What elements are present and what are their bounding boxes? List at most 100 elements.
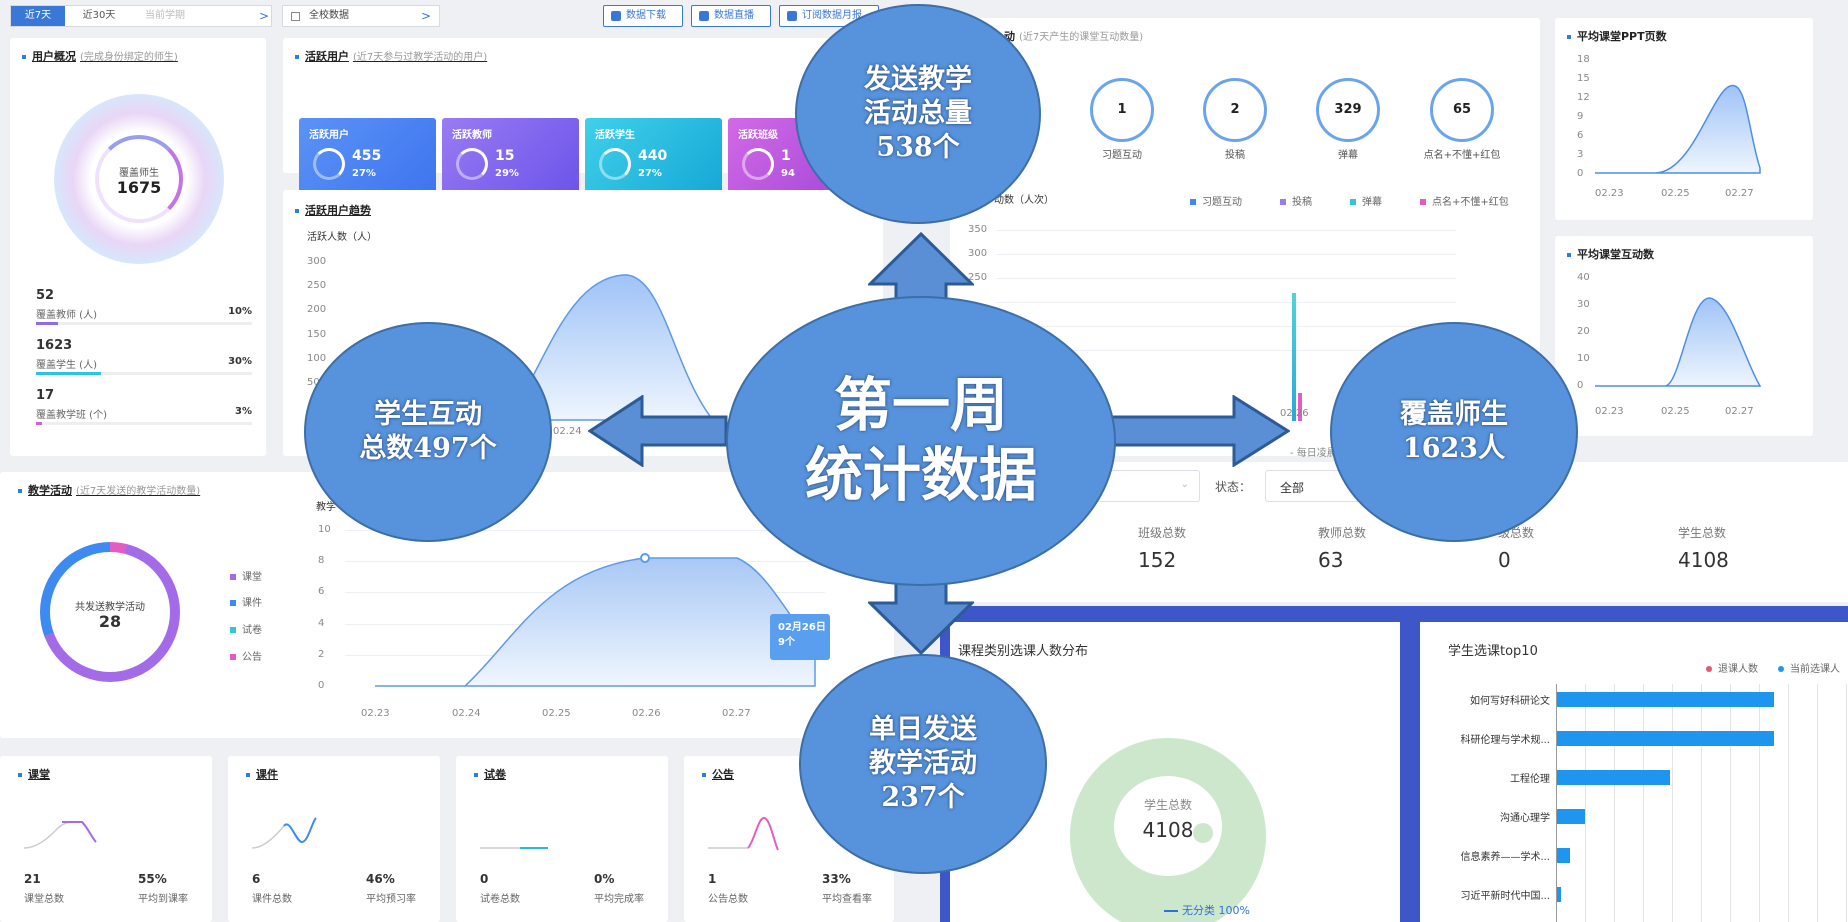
tab-30d[interactable]: 近30天: [82, 10, 116, 21]
tab-7d[interactable]: 近7天: [11, 6, 65, 26]
top10-grid: [1557, 684, 1847, 922]
row-fill: [36, 372, 101, 375]
card-pct: 29%: [495, 168, 519, 179]
y-tick: 6: [1577, 130, 1584, 141]
mini-card-exam[interactable]: 试卷 0 试卷总数 0% 平均完成率: [456, 756, 668, 922]
row-track: [36, 372, 252, 375]
course-bar[interactable]: [1557, 731, 1774, 746]
mini-card-courseware[interactable]: 课件 6 课件总数 46% 平均预习率: [228, 756, 440, 922]
ppt-area-chart: [1595, 85, 1761, 174]
data-live-button[interactable]: 数据直播: [691, 5, 771, 27]
mini-card-title: 课堂: [18, 766, 50, 782]
hover-point: [640, 553, 650, 563]
course-bar[interactable]: [1557, 809, 1586, 824]
course-label: 如何写好科研论文: [1470, 696, 1550, 707]
gridline: [996, 278, 1456, 279]
stat-value: 63: [1318, 548, 1344, 572]
arrow-left: [588, 395, 728, 467]
avg-interaction-title: 平均课堂互动数: [1567, 246, 1654, 262]
stat-value: 1: [708, 872, 717, 886]
chevron-right-icon[interactable]: >: [259, 9, 270, 23]
bubble-left: 学生互动 总数497个: [304, 322, 552, 542]
row-label: 覆盖学生 (人): [36, 360, 97, 371]
mini-card-title: 课件: [246, 766, 278, 782]
y-tick: 18: [1577, 54, 1590, 65]
y-tick: 250: [307, 280, 327, 291]
card-value: 1: [781, 148, 791, 164]
chevron-down-icon: ⌄: [1180, 479, 1189, 490]
stat-value: 21: [24, 872, 41, 886]
teaching-donut-hole: [50, 552, 170, 672]
y-tick: 20: [1577, 326, 1590, 337]
x-tick: 02.27: [722, 708, 751, 719]
x-tick: 02.25: [1661, 406, 1690, 417]
data-download-button[interactable]: 数据下载: [603, 5, 683, 27]
stat-value: 55%: [138, 872, 167, 886]
term-select[interactable]: 当前学期: [145, 10, 185, 21]
bubble-line: 1623人: [1402, 433, 1506, 464]
legend-item: 退课人数: [1706, 660, 1758, 675]
row-track: [36, 322, 252, 325]
row-pct: 10%: [228, 306, 252, 317]
progress-ring: [313, 148, 345, 180]
coverage-center-value: 1675: [116, 178, 162, 197]
legend-dot: [1706, 666, 1712, 672]
ring-label: 点名+不懂+红包: [1423, 150, 1501, 161]
row-pct: 3%: [235, 406, 252, 417]
card-pct: 27%: [352, 168, 376, 179]
mini-card-classroom[interactable]: 课堂 21 课堂总数 55% 平均到课率: [0, 756, 212, 922]
y-tick: 50: [307, 377, 320, 388]
active-card[interactable]: 活跃教师 15 29%: [442, 118, 579, 194]
stat-label: 课堂总数: [24, 894, 64, 905]
stat-label: 班级总数: [1138, 526, 1187, 540]
legend-swatch: [230, 600, 236, 606]
course-bar[interactable]: [1557, 692, 1774, 707]
legend-item: 课堂: [230, 568, 262, 583]
bubble-line: 总数497个: [359, 433, 497, 464]
coverage-row: 1623 覆盖学生 (人) 30%: [36, 338, 252, 378]
y-tick: 300: [307, 256, 327, 267]
legend-swatch: [1350, 199, 1356, 205]
bubble-line: 统计数据: [804, 441, 1037, 509]
interaction-title: 动(近7天产生的课堂互动数量): [994, 28, 1143, 44]
active-trend-panel: 活跃用户趋势 活跃人数（人） 300 250 200 150 100 50 02…: [283, 190, 883, 456]
x-tick: 02.23: [361, 708, 390, 719]
card-value: 15: [495, 148, 515, 164]
active-card[interactable]: 活跃用户 455 27%: [299, 118, 436, 194]
legend-swatch: [230, 574, 236, 580]
teaching-area: [375, 557, 816, 687]
gridline: [996, 326, 1456, 327]
monitor-icon: [699, 11, 709, 21]
y-tick: 350: [968, 224, 988, 235]
course-bar[interactable]: [1557, 770, 1670, 785]
bubble-line: 活动总量: [864, 98, 972, 130]
stat-label: 学生总数: [1678, 526, 1727, 540]
category-chart-panel: 课程类别选课人数分布 学生总数 4108 无分类 100%: [950, 622, 1400, 922]
row-value: 52: [36, 288, 55, 303]
scope-select[interactable]: 全校数据 >: [282, 5, 440, 27]
donut-value: 28: [98, 612, 122, 631]
y-tick: 2: [318, 649, 325, 660]
chart-tooltip: 02月26日 9个: [770, 614, 830, 660]
course-bar[interactable]: [1557, 887, 1562, 902]
avg-area: [1595, 297, 1762, 387]
bubble-line: 教学活动: [869, 748, 977, 780]
mini-sparkline: [480, 847, 548, 849]
legend-dot: [1778, 666, 1784, 672]
y-tick: 0: [1577, 168, 1584, 179]
y-tick: 150: [307, 329, 327, 340]
ppt-chart-title: 平均课堂PPT页数: [1567, 28, 1667, 44]
x-tick: 02.26: [1280, 408, 1309, 419]
active-users-panel: 活跃用户(近7天参与过教学活动的用户) 活跃用户 455 27% 活跃教师 15…: [283, 38, 883, 194]
gridline: [996, 254, 1456, 255]
x-tick: 02.27: [1725, 188, 1754, 199]
y-tick: 0: [318, 680, 325, 691]
course-label: 工程伦理: [1510, 774, 1550, 785]
x-tick: 02.24: [553, 426, 582, 437]
row-track: [36, 422, 252, 425]
stat-label: 平均查看率: [822, 894, 872, 905]
course-bar[interactable]: [1557, 848, 1571, 863]
chevron-right-icon: >: [421, 9, 432, 23]
active-card[interactable]: 活跃学生 440 27%: [585, 118, 722, 194]
course-label: 沟通心理学: [1500, 813, 1550, 824]
